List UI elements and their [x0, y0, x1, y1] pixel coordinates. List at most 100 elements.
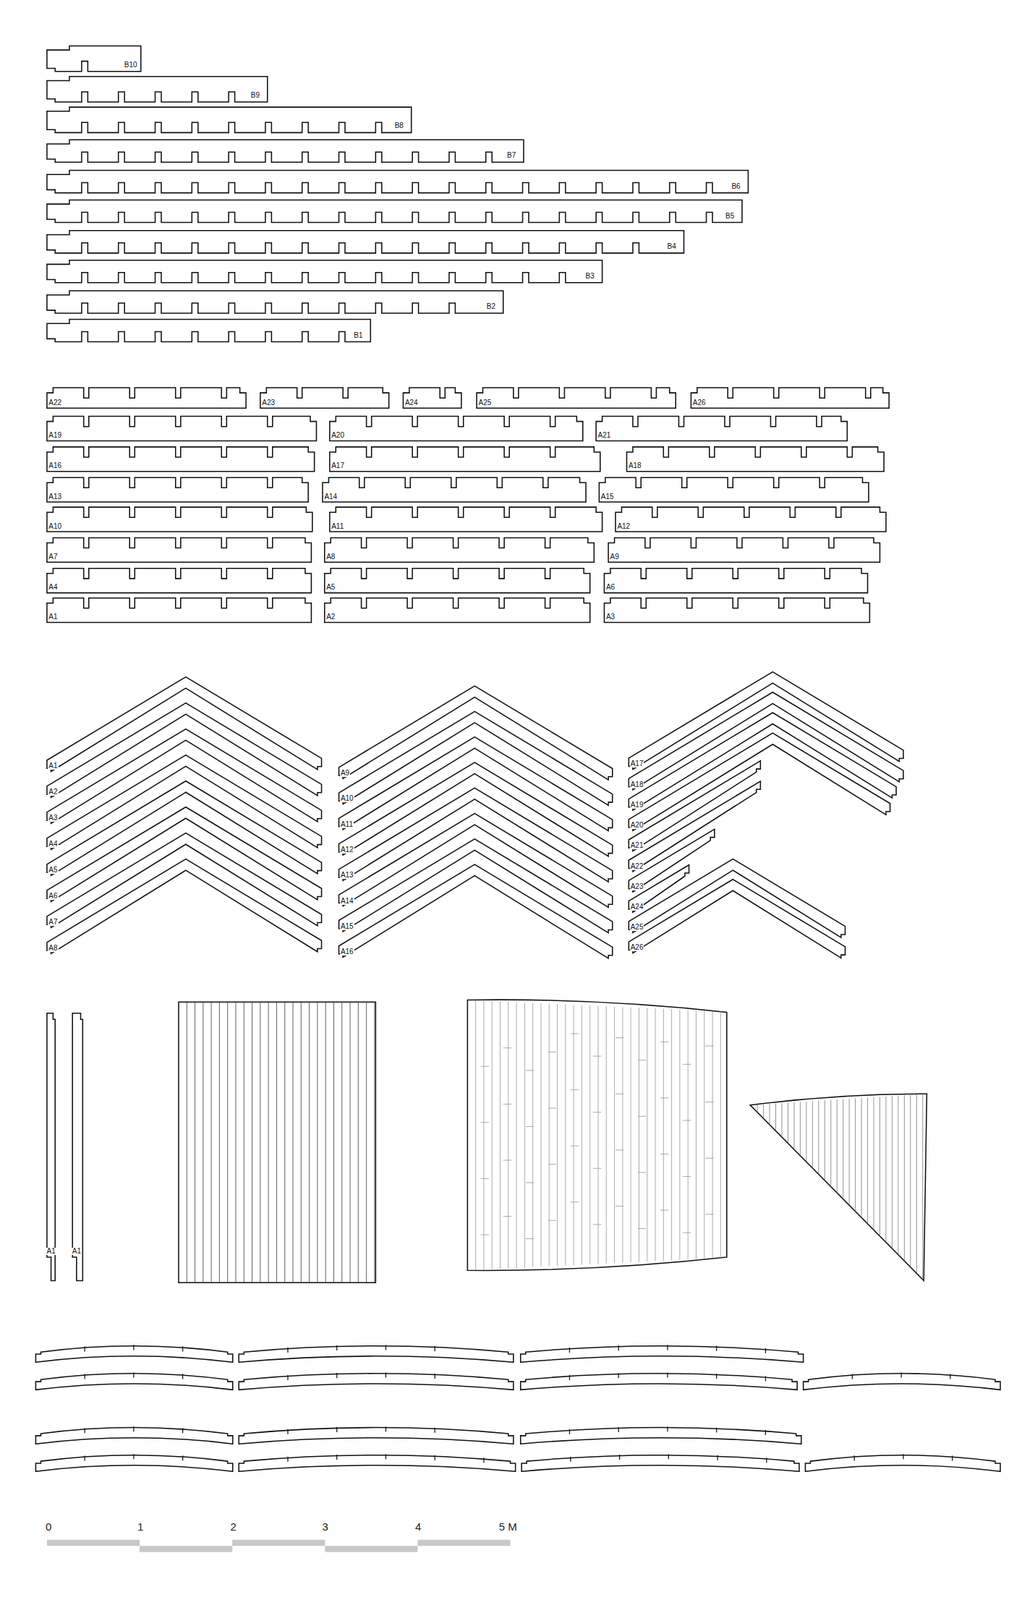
plank-line — [597, 1006, 599, 1265]
plank-joint — [570, 1033, 579, 1035]
plank-joint — [593, 1168, 602, 1169]
board-a — [402, 387, 461, 408]
notch-mark — [83, 1455, 85, 1461]
plank-joint — [480, 1233, 489, 1235]
rafter-piece — [339, 737, 613, 832]
plank-joint — [548, 1108, 557, 1109]
notch-mark — [618, 1427, 620, 1433]
notch-mark — [765, 1375, 766, 1381]
part-number: A12 — [616, 522, 631, 531]
board-a — [324, 537, 595, 562]
board-a — [47, 507, 313, 532]
part-number: A24 — [629, 903, 645, 911]
board-a — [329, 446, 601, 472]
plank-line — [867, 1097, 868, 1224]
plank-joint — [682, 1119, 691, 1121]
part-number: A17 — [330, 462, 345, 470]
plank-line — [638, 1007, 640, 1262]
part-number: A15 — [339, 922, 355, 931]
board-b — [47, 45, 142, 71]
plank-line — [775, 1103, 777, 1132]
board-a — [324, 598, 591, 623]
board-b — [47, 200, 743, 223]
notch-mark — [666, 1426, 668, 1432]
plank-line — [556, 1003, 558, 1266]
notch-mark — [385, 1426, 387, 1432]
board-b — [47, 290, 504, 314]
plank-line — [194, 1001, 196, 1283]
notch-mark — [336, 1427, 338, 1433]
plank-line — [663, 1008, 664, 1261]
plank-joint — [705, 1045, 714, 1046]
plank-line — [687, 1009, 689, 1260]
part-number: A11 — [339, 820, 354, 829]
part-number: A25 — [478, 399, 493, 407]
part-number: B10 — [123, 61, 139, 69]
rafter-piece — [47, 676, 322, 772]
notch-mark — [434, 1373, 436, 1379]
plank-line — [589, 1005, 591, 1265]
notch-mark — [336, 1345, 338, 1351]
part-number: A3 — [47, 814, 58, 822]
part-number: A14 — [323, 493, 338, 501]
curved-board — [238, 1427, 514, 1445]
notch-mark — [765, 1457, 767, 1463]
scale-bar-segment — [324, 1545, 418, 1552]
plank-joint — [705, 1101, 714, 1103]
wall-panel — [178, 1001, 376, 1283]
notch-mark — [133, 1372, 134, 1378]
notch-mark — [569, 1429, 570, 1435]
plank-joint — [682, 1063, 691, 1065]
plank-line — [373, 1001, 375, 1283]
scale-label: 1 — [136, 1521, 144, 1532]
plank-joint — [705, 1157, 714, 1159]
notch-mark — [182, 1373, 183, 1379]
part-number: A25 — [629, 923, 645, 931]
notch-mark — [83, 1346, 85, 1352]
curved-board — [35, 1427, 233, 1445]
plank-line — [284, 1001, 285, 1283]
plank-line — [630, 1007, 632, 1263]
plank-line — [243, 1001, 245, 1283]
scale-label: 0 — [44, 1521, 53, 1532]
board-a — [324, 568, 591, 594]
part-number: A9 — [339, 769, 351, 777]
part-number: A16 — [47, 462, 63, 470]
notch-mark — [483, 1457, 484, 1463]
part-number: A24 — [404, 399, 419, 407]
plank-line — [499, 1001, 501, 1270]
plank-line — [873, 1097, 875, 1231]
part-number: A13 — [47, 493, 63, 501]
notch-mark — [287, 1429, 288, 1435]
board-a — [47, 446, 315, 472]
plank-line — [186, 1001, 188, 1283]
plank-line — [516, 1002, 518, 1268]
part-number: A11 — [330, 522, 345, 531]
plank-line — [491, 1001, 493, 1270]
part-number: B1 — [352, 331, 364, 340]
curved-board — [238, 1373, 514, 1391]
part-number: A5 — [47, 866, 58, 874]
notch-mark — [951, 1455, 953, 1461]
notch-mark — [83, 1374, 85, 1380]
part-number: A2 — [47, 788, 58, 796]
board-b — [47, 230, 685, 254]
part-number: A17 — [629, 760, 645, 768]
plank-line — [227, 1001, 228, 1283]
plank-line — [606, 1006, 607, 1264]
plank-line — [891, 1095, 893, 1249]
part-number: A23 — [261, 399, 276, 407]
plank-line — [757, 1104, 758, 1113]
board-a — [608, 537, 880, 562]
notch-mark — [716, 1427, 717, 1433]
notch-mark — [434, 1427, 436, 1433]
part-number: A4 — [47, 840, 58, 848]
part-number: B2 — [486, 303, 497, 311]
part-number: A19 — [47, 431, 63, 440]
plank-joint — [480, 1178, 489, 1179]
plank-line — [904, 1095, 905, 1261]
notch-mark — [569, 1347, 570, 1353]
part-number: B6 — [730, 182, 741, 191]
plank-line — [532, 1003, 534, 1268]
scale-label: 4 — [414, 1521, 422, 1532]
